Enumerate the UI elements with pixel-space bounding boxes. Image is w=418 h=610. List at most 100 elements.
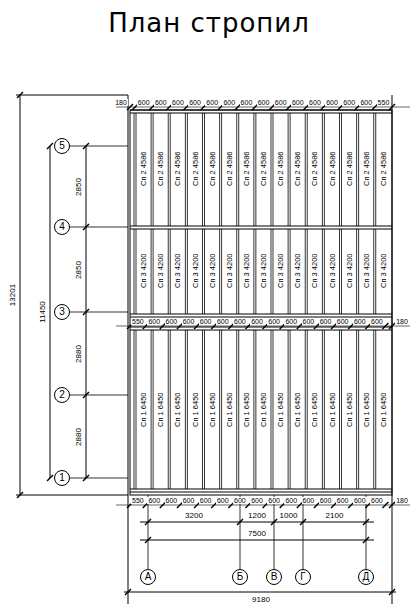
axis-line [70, 395, 128, 396]
dimension-value: 600 [284, 497, 298, 504]
dimension-value: 600 [370, 318, 384, 325]
dimension-tick [17, 492, 23, 498]
plan-outline [130, 110, 392, 495]
rafter-line [219, 229, 220, 314]
rafter-line [322, 229, 323, 314]
dimension-value: 2850 [75, 260, 83, 280]
rafter-mark: Сп 2 4586 [174, 151, 182, 188]
rafter-mark: Сп 2 4586 [191, 151, 199, 188]
purlin-line [130, 314, 392, 315]
rafter-line [270, 229, 271, 314]
purlin-line [130, 110, 392, 111]
rafter-mark: Сп 3 4200 [277, 253, 285, 290]
rafter-line [238, 330, 239, 489]
rafter-line [187, 113, 188, 226]
rafter-mark: Сп 3 4200 [225, 253, 233, 290]
rafter-line [134, 229, 135, 314]
rafter-line [290, 330, 291, 489]
axis-mark: Б [237, 572, 244, 582]
rafter-mark: Сп 2 4586 [140, 151, 148, 188]
rafter-line [185, 229, 186, 314]
rafter-mark: Сп 3 4200 [174, 253, 182, 290]
rafter-line [236, 229, 237, 314]
dimension-value: 600 [267, 497, 281, 504]
axis-bubble: В [266, 569, 282, 585]
rafter-mark: Сп 1 6450 [379, 392, 387, 429]
axis-line [70, 146, 128, 147]
dimension-value: 550 [377, 99, 391, 106]
rafter-line [324, 330, 325, 489]
axis-mark: В [271, 572, 278, 582]
rafter-line [322, 330, 323, 489]
rafter-line [219, 113, 220, 226]
rafter-line [356, 229, 357, 314]
dimension-value: 600 [233, 318, 247, 325]
rafter-line [238, 113, 239, 226]
rafter-mark: Сп 1 6450 [277, 392, 285, 429]
rafter-line [272, 229, 273, 314]
dimension-value: 180 [395, 497, 409, 504]
rafter-line [324, 229, 325, 314]
dimension-line [116, 326, 410, 327]
rafter-line [136, 229, 137, 314]
dimension-value: 600 [370, 497, 384, 504]
dimension-value: 600 [154, 99, 168, 106]
rafter-mark: Сп 3 4200 [294, 253, 302, 290]
rafter-mark: Сп 2 4586 [294, 151, 302, 188]
rafter-line [202, 229, 203, 314]
rafter-line [305, 330, 306, 489]
rafter-line [202, 330, 203, 489]
dimension-value: 9180 [251, 596, 271, 604]
axis-bubble: Д [358, 569, 374, 585]
dimension-value: 600 [182, 318, 196, 325]
rafter-line [168, 229, 169, 314]
rafter-mark: Сп 3 4200 [328, 253, 336, 290]
rafter-mark: Сп 1 6450 [208, 392, 216, 429]
dimension-value: 550 [131, 497, 145, 504]
dimension-value: 600 [165, 497, 179, 504]
purlin-line [130, 229, 392, 230]
rafter-line [187, 229, 188, 314]
rafter-line [134, 330, 135, 489]
rafter-line [238, 229, 239, 314]
rafter-mark: Сп 2 4586 [379, 151, 387, 188]
dimension-value: 600 [147, 318, 161, 325]
extension-line [16, 495, 128, 496]
purlin-line [130, 492, 392, 493]
rafter-line [375, 113, 376, 226]
rafter-line [373, 229, 374, 314]
dimension-tick [17, 92, 23, 98]
rafter-line [185, 330, 186, 489]
purlin-line [130, 330, 392, 331]
dimension-tick [47, 143, 53, 149]
rafter-line [270, 330, 271, 489]
dimension-tick [125, 589, 131, 595]
rafter-mark: Сп 1 6450 [242, 392, 250, 429]
rafter-line [324, 113, 325, 226]
rafter-line [151, 330, 152, 489]
rafter-line [288, 229, 289, 314]
axis-bubble: Б [232, 569, 248, 585]
rafter-line [356, 113, 357, 226]
dimension-value: 2880 [75, 427, 83, 447]
rafter-line [339, 330, 340, 489]
rafter-line [136, 113, 137, 226]
rafter-mark: Сп 1 6450 [174, 392, 182, 429]
dimension-tick [389, 323, 395, 329]
rafter-mark: Сп 3 4200 [208, 253, 216, 290]
axis-line [240, 495, 241, 569]
axis-bubble: 4 [54, 219, 70, 235]
rafter-mark: Сп 3 4200 [345, 253, 353, 290]
dimension-value: 600 [336, 318, 350, 325]
dimension-value: 600 [222, 99, 236, 106]
rafter-line [153, 229, 154, 314]
rafter-line [322, 113, 323, 226]
rafter-mark: Сп 2 4586 [311, 151, 319, 188]
axis-mark: Д [363, 572, 370, 582]
dimension-value: 600 [336, 497, 350, 504]
axis-mark: 4 [59, 222, 65, 232]
rafter-mark: Сп 1 6450 [191, 392, 199, 429]
dimension-tick [47, 475, 53, 481]
rafter-line [204, 330, 205, 489]
dimension-value: 11450 [39, 300, 47, 324]
